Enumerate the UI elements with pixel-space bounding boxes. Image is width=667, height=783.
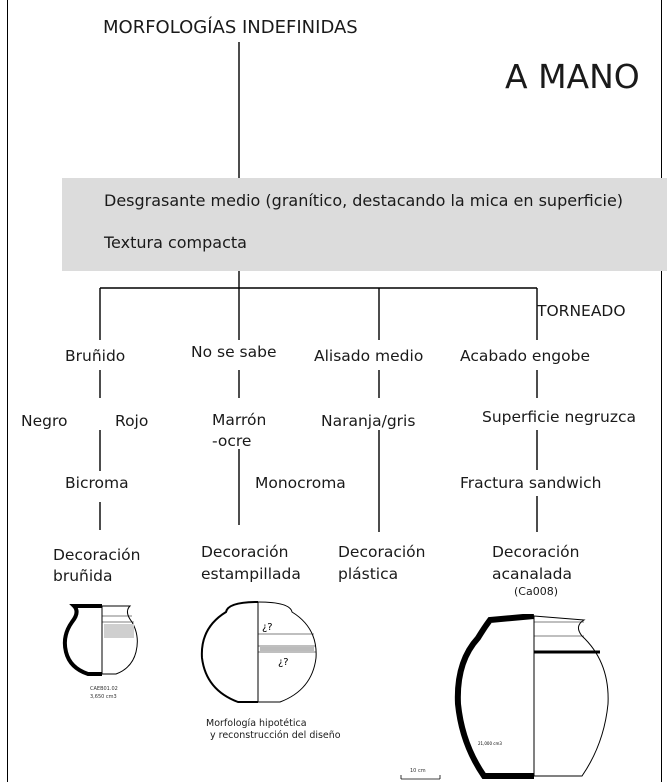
technique-label: A MANO (505, 57, 640, 96)
deco-brunida-line1: Decoración (53, 546, 141, 564)
deco-acanalada-line2: acanalada (492, 565, 572, 583)
vessel-drawing-brunida (62, 604, 138, 676)
figure-frame (7, 0, 662, 782)
surface-negruzca: Superficie negruzca (482, 408, 637, 426)
color-marron: Marrón (212, 411, 267, 429)
scale-label: 10 cm (410, 768, 426, 774)
deco-plastica-line1: Decoración (338, 543, 426, 561)
vessel-drawing-estampillada: ¿? ¿? (200, 601, 317, 703)
band-line-texture: Textura compacta (104, 233, 247, 252)
tone-monocroma: Monocroma (255, 474, 346, 492)
torneado-label: TORNEADO (537, 302, 626, 320)
vessel-capacity-large: 21,000 cm3 (478, 741, 502, 746)
vessel-drawing-acanalada: 21,000 cm3 (454, 614, 609, 779)
deco-plastica-line2: plástica (338, 565, 399, 583)
finish-brunido: Bruñido (65, 347, 126, 365)
caption-hypothetical-line2: y reconstrucción del diseño (210, 730, 341, 741)
finish-acabado-engobe: Acabado engobe (460, 347, 590, 365)
vessel-code: (Ca008) (514, 585, 558, 598)
tone-bicroma: Bicroma (65, 474, 129, 492)
color-ocre: -ocre (212, 432, 252, 450)
fabric-band: Desgrasante medio (granítico, destacando… (62, 178, 667, 271)
chart-title: MORFOLOGÍAS INDEFINIDAS (103, 17, 358, 38)
color-negro: Negro (21, 412, 68, 430)
deco-brunida-line2: bruñida (53, 567, 113, 585)
deco-estampillada-line1: Decoración (201, 543, 289, 561)
caption-hypothetical-line1: Morfología hipotética (206, 718, 307, 729)
finish-no-se-sabe: No se sabe (191, 343, 277, 361)
color-naranja-gris: Naranja/gris (321, 412, 416, 430)
scale-bar (400, 775, 441, 780)
unknown-mark-1: ¿? (262, 622, 273, 633)
band-line-temper: Desgrasante medio (granítico, destacando… (104, 191, 624, 210)
color-rojo: Rojo (115, 412, 149, 430)
deco-estampillada-line2: estampillada (201, 565, 301, 583)
vessel-capacity-label: 3,650 cm3 (90, 694, 117, 700)
vessel-ref-label: CAEB01.02 (90, 686, 118, 692)
deco-acanalada-line1: Decoración (492, 543, 580, 561)
finish-alisado-medio: Alisado medio (314, 347, 424, 365)
unknown-mark-2: ¿? (278, 657, 289, 668)
fracture-sandwich: Fractura sandwich (460, 474, 602, 492)
